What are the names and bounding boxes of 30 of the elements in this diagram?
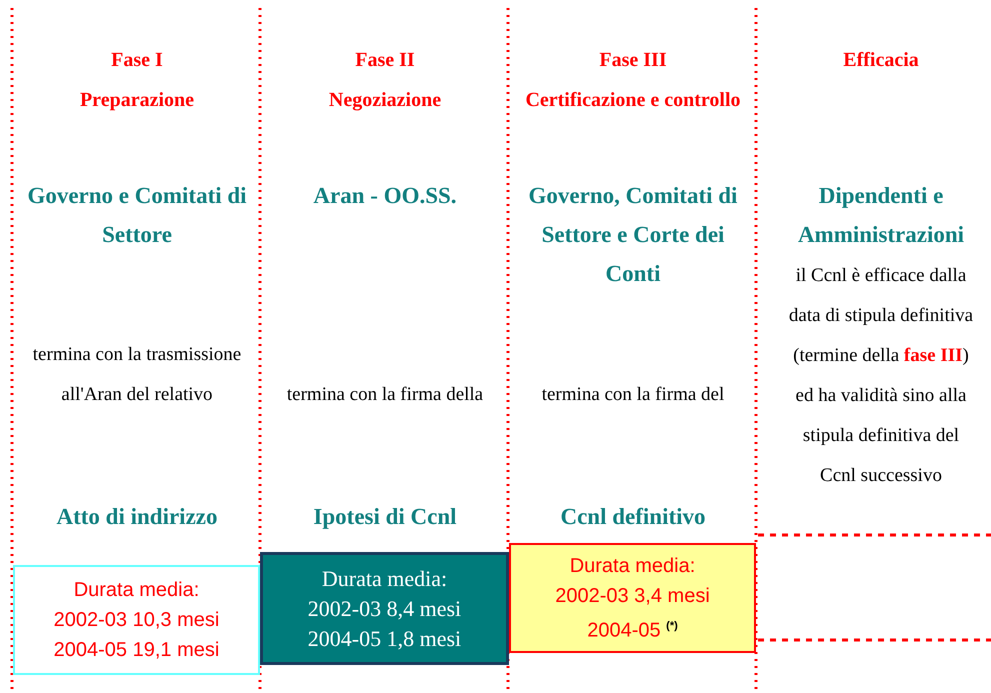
- actor-heading: Governo, Comitati di Settore e Corte dei Conti: [528, 182, 738, 288]
- duration-box: [13, 565, 260, 675]
- description-text: termina con la trasmissione all'Aran del relativo: [32, 343, 242, 407]
- duration-text: Durata media:: [570, 554, 696, 579]
- phase-title: Fase III: [598, 48, 668, 73]
- duration-text: 2002-03 8,4 mesi: [308, 594, 462, 622]
- duration-text: 2004-05 19,1 mesi: [54, 638, 220, 663]
- duration-text: 2002-03 10,3 mesi: [54, 608, 220, 633]
- duration-text: Durata media:: [74, 578, 200, 603]
- result-heading: Atto di indirizzo: [56, 503, 218, 531]
- duration-box: [509, 543, 756, 653]
- phase-title: Fase II: [354, 48, 416, 73]
- actor-heading: Aran - OO.SS.: [312, 182, 458, 210]
- duration-text: Durata media:: [322, 564, 448, 592]
- description-text: termina con la firma del: [540, 383, 726, 407]
- duration-text: 2004-05 $^{(*)}$: [587, 618, 678, 644]
- duration-text: 2004-05 1,8 mesi: [308, 624, 462, 652]
- description-text: il Ccnl è efficace dalla data di stipula definitiva (termine della fase III) ed ha validità sino alla stipula definitiva del Ccnl successivo: [788, 264, 974, 488]
- duration-text: 2002-03 3,4 mesi: [555, 584, 710, 609]
- result-heading: Ccnl definitivo: [559, 503, 707, 531]
- phase-title: Preparazione: [78, 88, 196, 113]
- actor-heading: Dipendenti e Amministrazioni: [796, 182, 966, 249]
- phase-title: Certificazione e controllo: [524, 88, 742, 113]
- description-text: termina con la firma della: [286, 383, 484, 407]
- phase-title: Fase I: [110, 48, 164, 73]
- result-heading: Ipotesi di Ccnl: [312, 503, 458, 531]
- duration-box: [260, 552, 509, 665]
- phase-title: Efficacia: [842, 48, 920, 73]
- actor-heading: Governo e Comitati di Settore: [26, 182, 248, 249]
- phase-title: Negoziazione: [328, 88, 442, 113]
